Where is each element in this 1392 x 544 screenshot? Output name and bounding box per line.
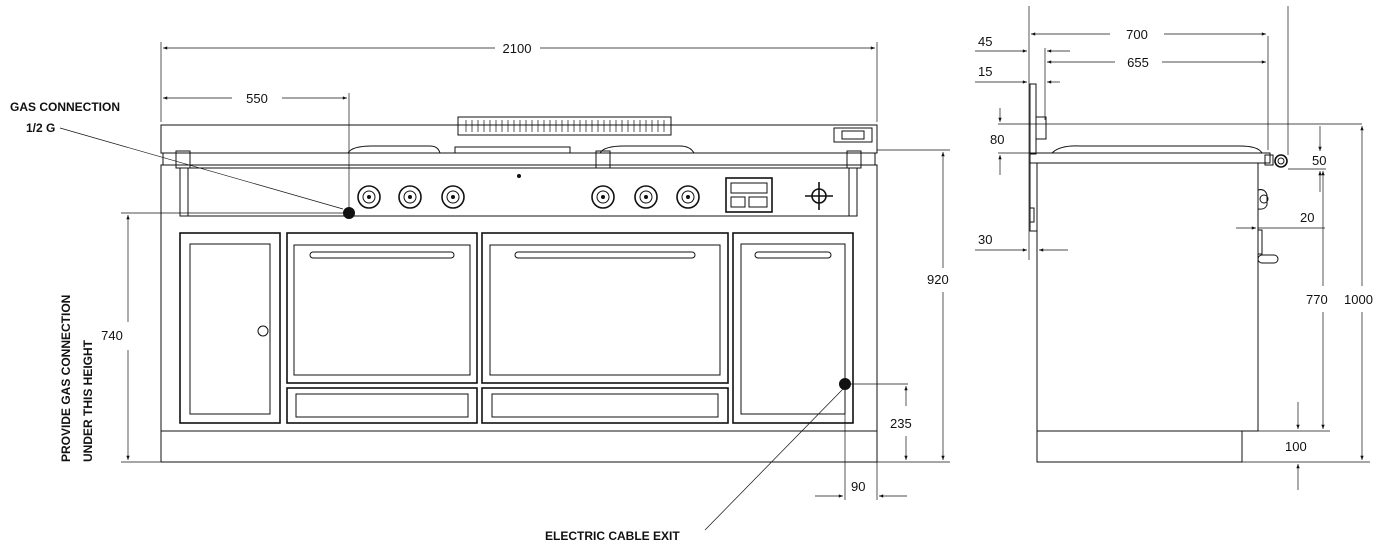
side-plinth	[1036, 430, 1243, 463]
oven-door-1	[286, 232, 478, 384]
cable-leader-line	[704, 388, 844, 531]
electric-cable-point	[839, 378, 851, 390]
drawer-2	[481, 387, 729, 424]
knob-5	[634, 185, 658, 209]
panel-side-right	[848, 167, 858, 217]
rear-15-value: 15	[978, 64, 992, 79]
cable-height-value: 235	[890, 416, 912, 431]
rear-vent-grille	[457, 116, 672, 136]
side-burner-profile	[1051, 145, 1263, 154]
dim-rear-gap: 30	[975, 232, 1068, 252]
side-knob	[1264, 154, 1288, 168]
dim-backsplash-height: 80	[990, 108, 1362, 175]
overall-width-value: 2100	[503, 41, 532, 56]
knob-projection-value: 50	[1312, 153, 1326, 168]
dim-cable-offset: 90	[815, 390, 907, 500]
griddle-plate	[454, 146, 571, 153]
knob-1	[357, 185, 381, 209]
digital-timer	[725, 177, 773, 213]
brand-badge	[833, 127, 873, 143]
body-depth-value: 655	[1127, 55, 1149, 70]
gas-connection-point	[343, 207, 355, 219]
dim-overall-depth: 700	[1031, 27, 1266, 42]
towel-rail	[162, 152, 876, 166]
dim-worktop-height: 770	[1242, 171, 1330, 432]
handle-projection-value: 20	[1300, 210, 1314, 225]
front-view: 2100 550 GAS CONNECTION 1/2 G	[10, 41, 950, 543]
plinth-height-value: 100	[1285, 439, 1307, 454]
dim-gas-height: 740	[101, 212, 343, 463]
dim-overall-height: 920	[877, 149, 950, 463]
valve-tap-icon	[805, 182, 833, 210]
dim-plinth-height: 100	[1285, 402, 1307, 490]
gas-thread-label: 1/2 G	[26, 121, 55, 135]
panel-indicator	[517, 174, 521, 178]
side-view: 700 655 45 15 80	[975, 6, 1373, 490]
total-height-value: 1000	[1344, 292, 1373, 307]
overall-depth-value: 700	[1126, 27, 1148, 42]
dim-rear-45: 45	[975, 34, 1070, 53]
worktop-height-value: 770	[1306, 292, 1328, 307]
provide-label-line2: UNDER THIS HEIGHT	[81, 339, 95, 462]
backsplash-height-value: 80	[990, 132, 1004, 147]
side-rear-bracket	[1029, 162, 1038, 232]
side-handle	[1257, 189, 1279, 264]
burner-left	[347, 145, 441, 154]
knob-4	[591, 185, 615, 209]
range-body	[160, 164, 878, 432]
dim-handle-projection: 20	[1236, 210, 1325, 230]
drawer-1	[286, 387, 478, 424]
door-left-cabinet	[179, 232, 281, 424]
dim-cable-height: 235	[890, 386, 912, 460]
knob-2	[398, 185, 422, 209]
side-body	[1036, 162, 1259, 432]
side-worktop	[1029, 152, 1271, 164]
gas-connection-label: GAS CONNECTION	[10, 100, 120, 114]
overall-height-value: 920	[927, 272, 949, 287]
panel-side-left	[179, 167, 189, 217]
rear-45-value: 45	[978, 34, 992, 49]
dim-body-depth: 655	[1047, 55, 1266, 70]
backsplash-profile	[1035, 116, 1047, 140]
vent-slots	[465, 120, 665, 132]
gas-height-value: 740	[101, 328, 123, 343]
dim-gas-offset: 550	[163, 91, 350, 215]
dim-knob-projection: 50	[1288, 126, 1326, 192]
provide-label-line1: PROVIDE GAS CONNECTION	[59, 295, 73, 462]
oven-door-3	[732, 232, 854, 424]
rear-gap-value: 30	[978, 232, 992, 247]
burner-right	[599, 145, 695, 154]
rear-panel	[1029, 83, 1037, 155]
dim-overall-width: 2100	[160, 41, 878, 122]
cable-label: ELECTRIC CABLE EXIT	[545, 529, 680, 543]
dim-total-height: 1000	[1242, 126, 1373, 463]
gas-offset-value: 550	[246, 91, 268, 106]
cable-offset-value: 90	[851, 479, 865, 494]
oven-door-2	[481, 232, 729, 384]
knob-6	[676, 185, 700, 209]
backsplash	[160, 124, 878, 154]
dim-rear-15: 15	[975, 64, 1060, 84]
brand-badge-logo	[841, 130, 865, 140]
knob-3	[441, 185, 465, 209]
